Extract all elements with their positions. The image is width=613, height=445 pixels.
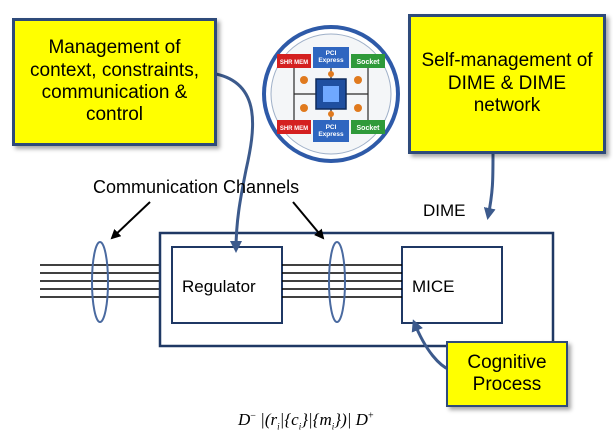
dime-formula: D− |(ri|{ci}|{mi})| D+ — [238, 410, 374, 432]
internal-channel-lines — [282, 264, 402, 298]
channel-arrow-left — [110, 201, 151, 240]
input-channel-lines — [40, 264, 160, 298]
management-callout-text: Management of context, constraints, comm… — [30, 37, 199, 126]
dime-box — [158, 231, 555, 348]
chip-socket-bottom: Socket — [357, 125, 381, 132]
chip-shr-mem-bottom-block — [277, 120, 311, 134]
chip-shr-mem-top-block — [277, 54, 311, 68]
mice-box — [401, 246, 503, 324]
chip-shr-mem-bottom: SHR MEM — [280, 126, 308, 132]
cognitive-process-callout: Cognitive Process — [446, 341, 568, 407]
input-channel-ellipse — [91, 241, 109, 323]
communication-channels-label: Communication Channels — [93, 177, 300, 197]
cognitive-process-callout-text: Cognitive Process — [467, 351, 547, 395]
chip-socket-bottom-block — [351, 120, 385, 134]
channel-arrow-right — [292, 201, 325, 240]
self-management-arrow — [483, 153, 496, 220]
management-callout: Management of context, constraints, comm… — [12, 18, 217, 146]
chip-shr-mem-top: SHR MEM — [280, 60, 308, 66]
regulator-box — [171, 246, 283, 324]
management-arrow — [215, 72, 255, 253]
dime-label: DIME — [423, 201, 466, 220]
mice-label: MICE — [412, 277, 455, 296]
self-management-callout-text: Self-management of DIME & DIME network — [421, 50, 593, 117]
chip-socket-top-block — [351, 54, 385, 68]
internal-channel-ellipse — [328, 241, 346, 323]
chip-socket-top: Socket — [357, 59, 381, 66]
chip-pci-top-block — [313, 47, 349, 68]
regulator-label: Regulator — [182, 277, 256, 296]
self-management-callout: Self-management of DIME & DIME network — [408, 14, 606, 154]
chip-pci-bottom-block — [313, 120, 349, 142]
